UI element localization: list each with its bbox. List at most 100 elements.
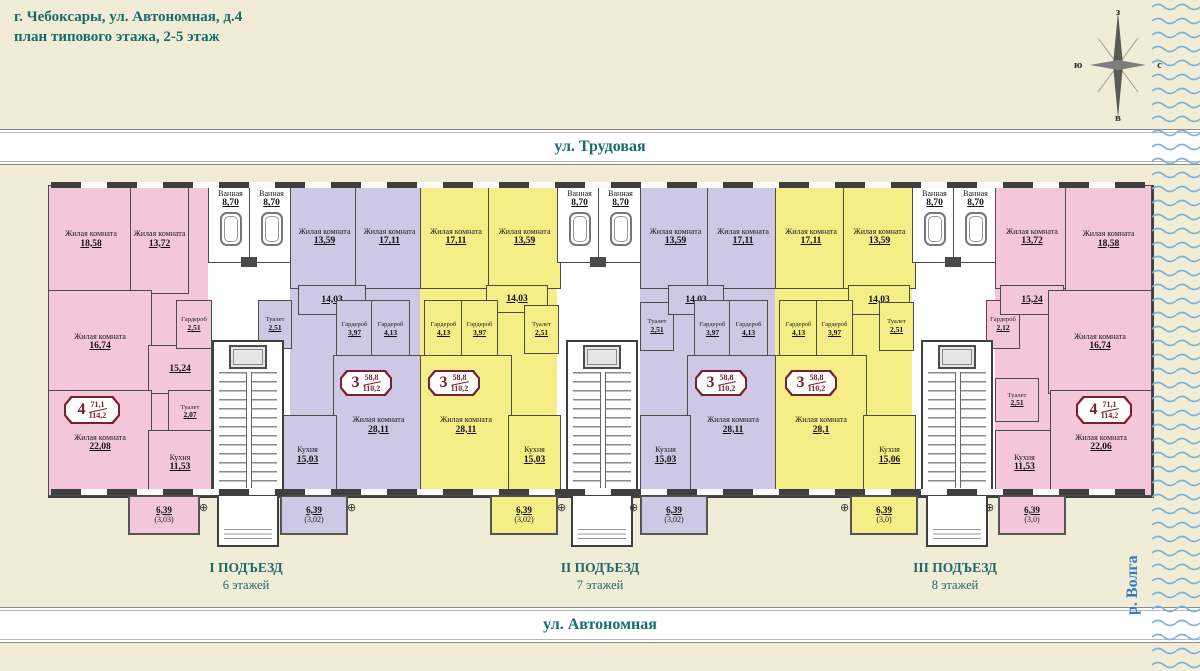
vent-shaft [241,257,257,267]
compass-left-label: ю [1074,59,1083,71]
room-area: 11,53 [1014,462,1035,473]
room-name: Жилая комната [717,226,769,236]
total-area: 110,2 [450,383,469,393]
room-name: Жилая комната [1074,331,1126,341]
room-area: 2,51 [187,322,201,332]
room-area: 2,51 [534,327,549,337]
room-name: Кухня [297,445,318,455]
total-area: 114,2 [88,410,107,420]
room-area: 8,70 [571,198,588,209]
room-name: Ванная [259,189,284,198]
room-name: Жилая комната [649,226,702,236]
room-name: Ванная [963,189,988,198]
room-area: 18,58 [80,238,102,249]
room-name: Кухня [655,445,676,455]
compass-right-label: с [1157,59,1162,71]
room-count: 3 [351,374,360,391]
river-label: р. Волга [1124,555,1141,615]
room-area: 8,70 [612,198,629,209]
balcony: 6,39(3,02) [490,495,558,535]
room-name: Туалет [180,403,200,411]
entrance-name: III ПОДЪЕЗД [913,560,997,575]
room-area: 8,70 [222,198,239,209]
entrance-floors: 7 этажей [576,578,624,592]
entrance-vestibule-2 [571,490,633,547]
room-name: Кухня [524,445,545,455]
plan-title: г. Чебоксары, ул. Автономная, д.4 план т… [14,7,242,48]
room-name: Ванная [218,189,243,198]
entrance-floors: 8 этажей [931,578,979,592]
room-name: Гардероб [377,321,404,329]
room-name: Кухня [879,445,900,455]
room-area: 11,53 [169,462,191,473]
stairwell-1 [212,340,284,496]
room-area: 17,11 [732,236,754,247]
bathtub-icon [609,212,632,247]
room-area: 14,03 [506,293,528,304]
room-area: 3,97 [472,327,487,337]
entrance-label-1: I ПОДЪЕЗД 6 этажей [181,560,311,593]
room-area: 3,97 [347,327,362,337]
bathtub-icon [923,212,946,247]
room-name: Гардероб [785,321,812,329]
vent-icon: ⊕ [629,501,639,514]
room-area: 14,03 [685,295,706,306]
room-count: 3 [796,374,805,391]
living-area: 58,8 [719,372,734,382]
room-area: 4,13 [791,327,806,337]
vent-icon: ⊕ [557,501,567,514]
room-area: 15,03 [523,454,546,465]
stairs-icon [573,372,631,488]
room-area: 18,58 [1097,238,1120,249]
room-name: Туалет [265,316,285,324]
entrance-vestibule-1 [217,490,279,547]
room-area: 2,51 [1010,398,1024,408]
room-area: 13,59 [313,236,336,247]
room-name: Жилая комната [363,226,416,236]
room-name: Гардероб [181,316,207,324]
room-area: 22,06 [1090,442,1112,453]
room-area: 28,11 [455,424,477,435]
room-area: 3,97 [827,327,842,337]
room-area: 15,24 [1021,294,1043,305]
stairwell-3 [921,340,993,496]
room-area: 16,74 [89,341,111,352]
room-name: Жилая комната [74,432,126,442]
room-name: Жилая комната [65,229,117,239]
compass-bottom-label: в [1115,112,1121,124]
balcony-area: 6,39 [666,504,682,515]
room-name: Кухня [1014,452,1035,462]
balcony: 6,39(3,02) [280,495,348,535]
room-area: 2,51 [268,322,282,332]
room-name: Жилая комната [853,226,906,236]
room-area: 2,12 [996,322,1010,332]
living-area: 58,8 [809,372,824,382]
room-area: 8,70 [967,198,984,209]
vent-shaft [945,257,961,267]
entrance-vestibule-3 [926,490,988,547]
room-area: 13,59 [513,236,536,247]
